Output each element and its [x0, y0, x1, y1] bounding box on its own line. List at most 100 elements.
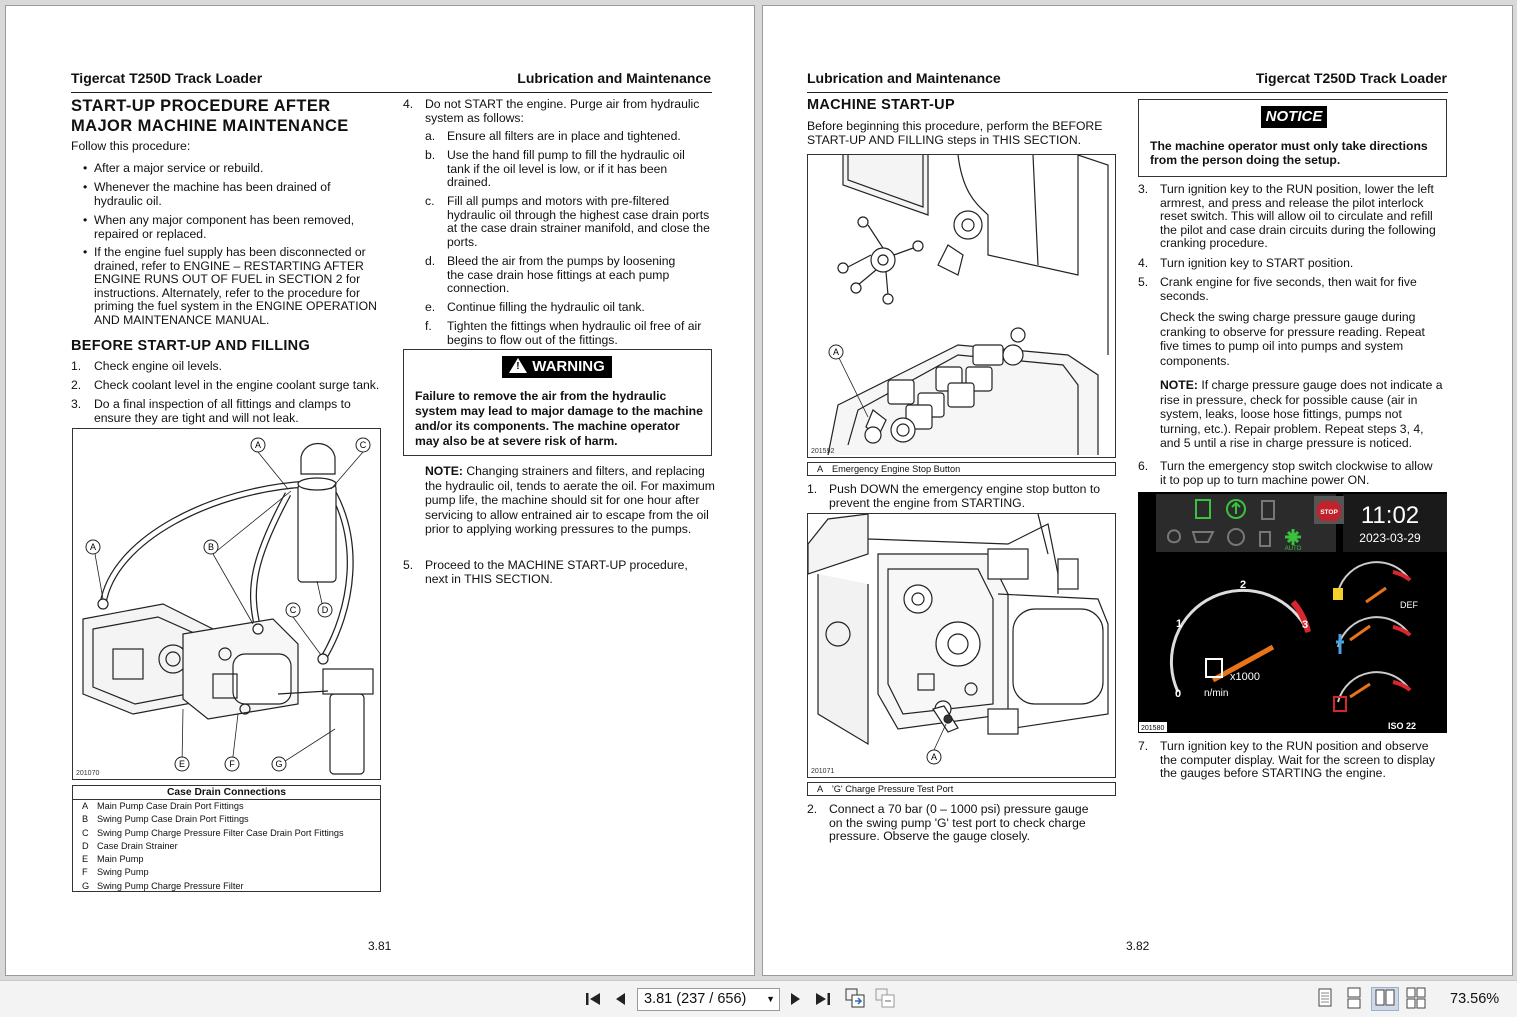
step-number: 3.: [71, 397, 82, 411]
emergency-stop-figure: A 201592: [807, 154, 1116, 458]
callout-a: A: [931, 752, 937, 762]
step-number: 3.: [1138, 182, 1149, 196]
tach-rpm: n/min: [1204, 688, 1228, 699]
step-number: 6.: [1138, 459, 1149, 473]
step-text: Push DOWN the emergency engine stop butt…: [829, 482, 1100, 510]
case-drain-figure: A C A B C D E F G 201070: [72, 428, 381, 780]
test-port-figure: A 201071: [807, 513, 1116, 778]
note-paragraph: NOTE: If charge pressure gauge does not …: [1160, 378, 1445, 451]
viewer-toolbar: 3.81 (237 / 656) ▼ 73.56%: [0, 980, 1517, 1017]
page-number-value: 3.81 (237 / 656): [644, 991, 747, 1007]
dropdown-arrow-icon: ▼: [766, 994, 775, 1004]
previous-view-icon: [845, 988, 865, 1008]
header-rule: [71, 92, 712, 93]
pressure-icon: [1227, 528, 1245, 546]
two-page-view-button[interactable]: [1371, 987, 1399, 1011]
single-page-view-button[interactable]: [1313, 987, 1337, 1011]
stop-sign-icon: [1317, 501, 1341, 521]
first-page-button[interactable]: [582, 987, 604, 1011]
step-text: Turn ignition key to the RUN position, l…: [1160, 182, 1436, 251]
substep-text: Fill all pumps and motors with pre-filte…: [447, 194, 710, 249]
previous-page-button[interactable]: [610, 987, 632, 1011]
running-header-right: Lubrication and Maintenance: [517, 70, 711, 86]
step-text: Check engine oil levels.: [94, 359, 223, 373]
note-label: NOTE:: [425, 464, 463, 478]
tach-tick-1: 1: [1176, 618, 1182, 630]
step-text: Proceed to the MACHINE START-UP procedur…: [425, 558, 688, 586]
warning-triangle-icon: !: [509, 358, 528, 373]
callout-a: A: [833, 347, 839, 357]
hydraulic-icon: [1191, 531, 1215, 543]
right-page: Lubrication and Maintenance Tigercat T25…: [762, 5, 1513, 976]
step-number: 1.: [807, 482, 818, 496]
list-item: After a major service or rebuild.: [94, 161, 264, 175]
two-page-icon: [1375, 989, 1395, 1006]
step-text: Check coolant level in the engine coolan…: [94, 378, 380, 392]
next-page-icon: [791, 993, 800, 1005]
warning-badge: !WARNING: [502, 356, 612, 378]
figure-caption: A'G' Charge Pressure Test Port: [807, 782, 1116, 796]
coolant-gauge: [1337, 616, 1411, 648]
step-number: 5.: [403, 558, 414, 572]
callout-c: C: [290, 605, 297, 615]
single-page-icon: [1318, 988, 1332, 1007]
clock-time: 11:02: [1361, 502, 1419, 529]
warning-box: !WARNING Failure to remove the air from …: [403, 349, 712, 456]
left-page: Tigercat T250D Track Loader Lubrication …: [5, 5, 755, 976]
step-text: Crank engine for five seconds, then wait…: [1160, 275, 1417, 303]
callout-d: D: [322, 605, 329, 615]
last-page-icon: [816, 993, 830, 1005]
callout-a: A: [90, 542, 96, 552]
next-page-button[interactable]: [784, 987, 806, 1011]
last-page-button[interactable]: [812, 987, 834, 1011]
callout-g: G: [275, 759, 282, 769]
hydraulic-oil-icon: [1333, 696, 1347, 712]
step-text: Connect a 70 bar (0 – 1000 psi) pressure…: [829, 802, 1089, 844]
pump-illustration: A C A B C D E F G: [82, 437, 374, 775]
continuous-view-button[interactable]: [1342, 987, 1366, 1011]
previous-page-icon: [616, 993, 625, 1005]
step-number: 4.: [1138, 256, 1149, 270]
step-text: Turn ignition key to the RUN position an…: [1160, 739, 1436, 781]
continuous-page-icon: [1347, 987, 1361, 1009]
tach-tick-3: 3: [1302, 619, 1308, 631]
two-page-continuous-button[interactable]: [1404, 987, 1428, 1011]
note-text: Changing strainers and filters, and repl…: [425, 464, 715, 537]
fuel-needle: [1365, 586, 1387, 604]
hydraulic-needle: [1349, 682, 1371, 699]
tachometer-dial: [1169, 588, 1310, 693]
page-number-select[interactable]: 3.81 (237 / 656) ▼: [637, 988, 780, 1011]
fluid-icon: [1259, 531, 1271, 547]
page-title: MACHINE START-UP: [807, 97, 955, 113]
running-header-right: Tigercat T250D Track Loader: [1255, 70, 1447, 86]
notice-badge: NOTICE: [1261, 106, 1327, 128]
go-forward-view-button[interactable]: [873, 987, 897, 1011]
first-page-icon: [586, 993, 600, 1005]
zoom-level[interactable]: 73.56%: [1450, 991, 1500, 1007]
page-title: START-UP PROCEDURE AFTER MAJOR MACHINE M…: [71, 96, 349, 136]
substep-text: Continue filling the hydraulic oil tank.: [447, 300, 645, 314]
two-page-continuous-icon: [1406, 987, 1426, 1009]
iso-label: ISO 22: [1388, 721, 1416, 731]
engine-icon: [1226, 499, 1246, 519]
substep-text: Use the hand fill pump to fill the hydra…: [447, 148, 685, 190]
tach-tick-0: 0: [1175, 688, 1181, 700]
fuel-gauge: [1337, 561, 1411, 593]
status-icons: [1195, 499, 1246, 519]
note-paragraph: NOTE: Changing strainers and filters, an…: [425, 464, 715, 537]
caption-title: Case Drain Connections: [73, 786, 380, 800]
swing-pump-illustration: A: [808, 514, 1109, 765]
tach-unit: x1000: [1230, 671, 1260, 683]
step-number: 2.: [807, 802, 818, 816]
step-text: Do not START the engine. Purge air from …: [425, 97, 700, 125]
go-back-view-button[interactable]: [843, 987, 867, 1011]
step-number: 5.: [1138, 275, 1149, 289]
step-text: Turn the emergency stop switch clockwise…: [1160, 459, 1433, 487]
warning-text: Failure to remove the air from the hydra…: [415, 389, 703, 448]
